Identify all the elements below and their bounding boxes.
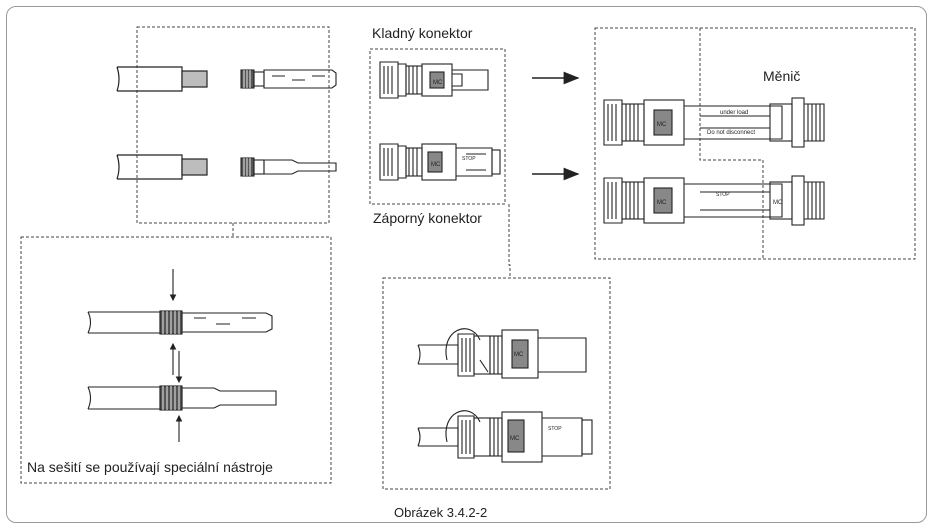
positive-connector-label: Kladný konektor: [372, 25, 473, 41]
locking-positive-drawing: [417, 328, 587, 379]
figure-frame: [6, 6, 927, 523]
inverter-plug-negative: [603, 175, 825, 226]
figure-caption: Obrázek 3.4.2-2: [394, 505, 488, 520]
negative-connector-label: Záporný konektor: [373, 210, 482, 226]
box-connectors: [369, 48, 506, 205]
connector-line-locking: [508, 204, 511, 278]
mark-mc-neg: MC: [431, 162, 441, 168]
mark-mc-inv2: MC: [657, 200, 667, 206]
male-pin-2: [240, 157, 337, 177]
mark-do-not: Do not disconnect: [707, 130, 755, 136]
locking-negative-drawing: [417, 410, 593, 463]
mark-mc-inv1: MC: [657, 122, 667, 128]
cable-2: [116, 154, 208, 180]
inverter-label: Měnič: [763, 68, 801, 84]
positive-connector-drawing: [379, 61, 489, 99]
inverter-plug-positive: [603, 97, 825, 148]
special-tools-label: Na sešití se používají speciální nástroj…: [27, 459, 273, 475]
box-crimp-detail: [20, 236, 332, 484]
cable-1: [116, 66, 208, 92]
crimp-female: [87, 269, 273, 375]
mark-mc-inv2b: MC: [773, 200, 783, 206]
box-locking: [382, 277, 611, 490]
mark-mc-lock2: MC: [510, 436, 520, 442]
mark-mc-lock1: MC: [514, 352, 524, 358]
female-pin-1: [240, 69, 337, 89]
crimp-male: [87, 351, 277, 442]
mark-stop-neg: STOP: [462, 156, 476, 162]
box-inverter: [594, 27, 916, 260]
box-cable-pins: [136, 26, 330, 224]
mark-mc-pos: MC: [433, 80, 443, 86]
mark-under-load: under load: [720, 110, 748, 116]
mark-stop-inv2: STOP: [716, 192, 730, 198]
inverter-inner-line: [699, 28, 764, 259]
mark-stop-lock2: STOP: [548, 426, 562, 432]
negative-connector-drawing: [379, 143, 501, 181]
